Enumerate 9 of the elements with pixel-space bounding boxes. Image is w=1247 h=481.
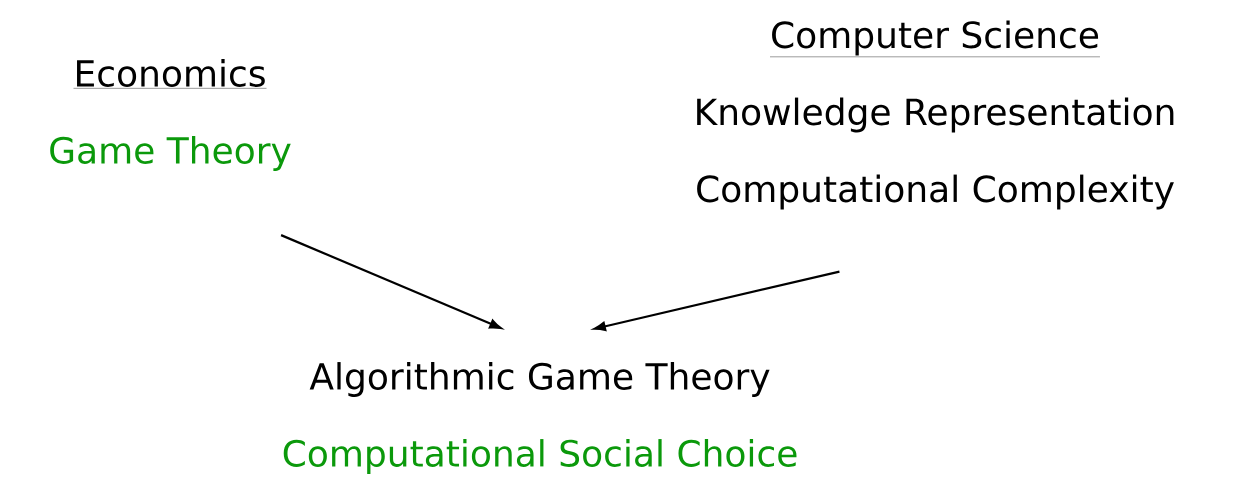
topic-text: Algorithmic Game Theory: [309, 362, 770, 397]
topic-text: Knowledge Representation: [697, 97, 1174, 133]
topic-text: Game Theory: [50, 136, 291, 171]
arrow: [280, 234, 502, 330]
topic-text: Computational Complexity: [697, 174, 1174, 210]
heading-text: Economics: [73, 59, 267, 89]
topic-text: Computational Social Choice: [283, 439, 797, 474]
arrow: [593, 270, 840, 332]
heading-text: Computer Science: [769, 20, 1101, 57]
